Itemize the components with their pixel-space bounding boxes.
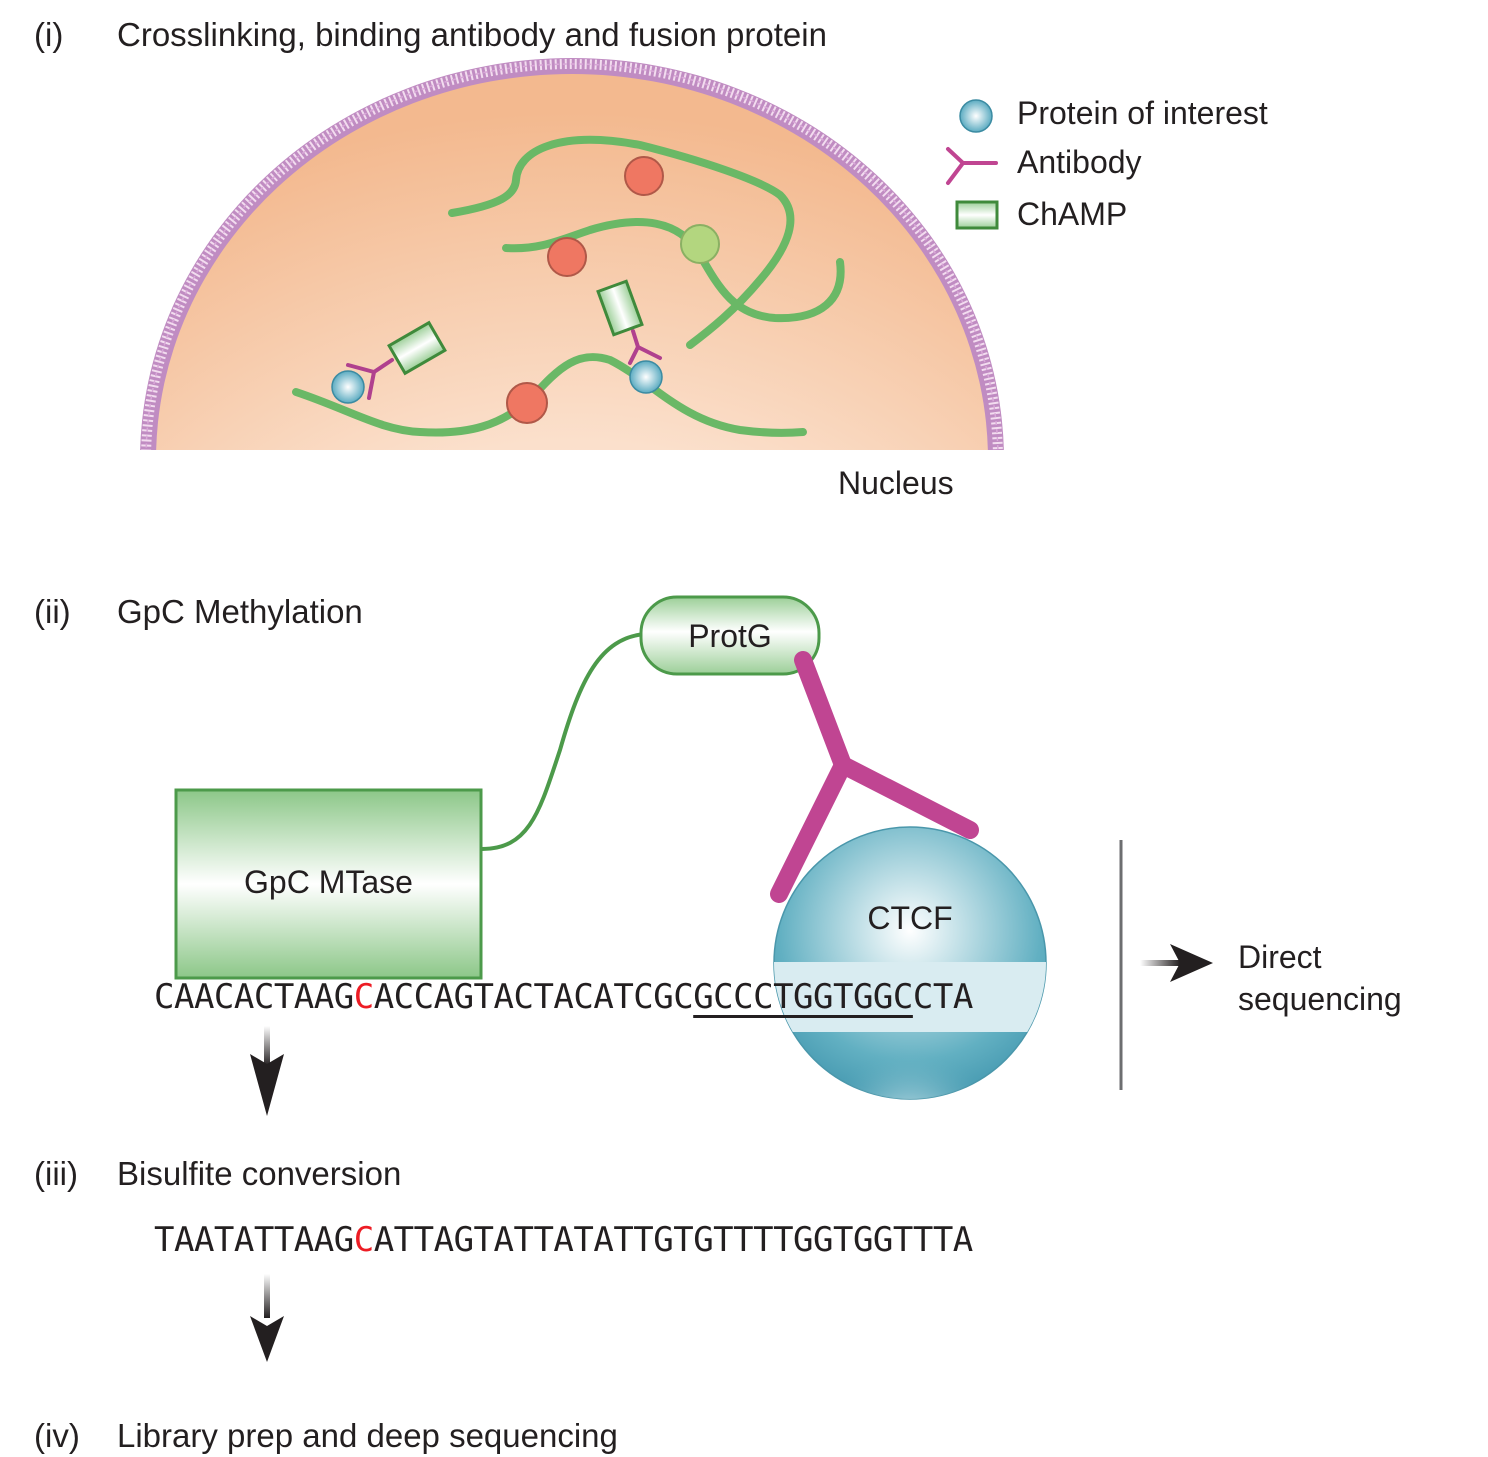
methylated-c: C: [353, 977, 374, 1017]
bound-protein-red: [506, 382, 548, 424]
antibody-icon: [770, 651, 979, 903]
sequence-suffix: CTA: [912, 977, 973, 1017]
direct-sequencing-line1: Direct: [1238, 939, 1322, 975]
arrow-down-icon: [250, 1026, 284, 1116]
legend-champ-label: ChAMP: [1017, 196, 1128, 232]
bound-protein-red: [547, 237, 587, 277]
methylation-illustration: [174, 595, 1213, 1116]
direct-sequencing-line2: sequencing: [1238, 980, 1402, 1017]
bound-protein-green: [680, 224, 720, 264]
bisulfite-prefix: TAATATTAAG: [154, 1220, 354, 1260]
antibody-icon: [628, 329, 662, 365]
arrow-down-icon: [250, 1274, 284, 1362]
dna-sequence: CAACACTAAGCACCAGTACTACATCGCGCCCTGGTGGCCT…: [154, 980, 973, 1014]
step-3-title: Bisulfite conversion: [117, 1155, 402, 1192]
bisulfite-suffix: ATTAGTATTATATTGTGTTTTGGTGGTTTA: [373, 1220, 974, 1260]
step-2-number: (ii): [34, 593, 71, 630]
step-4-number: (iv): [34, 1417, 80, 1454]
bound-protein-red: [624, 156, 664, 196]
legend-antibody-label: Antibody: [1017, 144, 1142, 180]
legend-protein-of-interest-label: Protein of interest: [1017, 95, 1268, 131]
protein-of-interest-icon: [629, 360, 663, 394]
gpc-mtase-label: GpC MTase: [244, 864, 413, 900]
legend-champ-icon: [955, 200, 999, 230]
ctcf-label: CTCF: [867, 900, 953, 936]
protg-label: ProtG: [688, 618, 772, 654]
arrow-right-icon: [1140, 944, 1213, 982]
legend-protein-of-interest-icon: [959, 99, 993, 133]
protected-c: C: [353, 1220, 374, 1260]
legend-antibody-icon: [946, 147, 998, 185]
nucleus-label: Nucleus: [838, 465, 954, 501]
antibody-icon: [346, 358, 394, 400]
protg-box: [639, 595, 821, 676]
step-1-title: Crosslinking, binding antibody and fusio…: [117, 16, 827, 53]
champ-icon: [596, 279, 644, 337]
ctcf-motif: GCCCTGGTGGC: [693, 977, 913, 1017]
gpc-mtase-box: [174, 788, 483, 980]
step-3-number: (iii): [34, 1155, 78, 1192]
protein-of-interest-icon: [331, 370, 365, 404]
step-1-number: (i): [34, 16, 64, 53]
nucleus-illustration: [140, 58, 1004, 450]
fusion-linker: [481, 632, 646, 851]
step-4-title: Library prep and deep sequencing: [117, 1417, 618, 1454]
step-2-title: GpC Methylation: [117, 593, 363, 630]
champ-icon: [387, 320, 447, 376]
bisulfite-sequence: TAATATTAAGCATTAGTATTATATTGTGTTTTGGTGGTTT…: [154, 1223, 973, 1257]
ctcf-sphere: [773, 826, 1047, 1100]
direct-sequencing-label: Direct sequencing: [1238, 937, 1402, 1020]
sequence-middle: ACCAGTACTACATCGC: [373, 977, 694, 1017]
sequence-prefix: CAACACTAAG: [154, 977, 354, 1017]
